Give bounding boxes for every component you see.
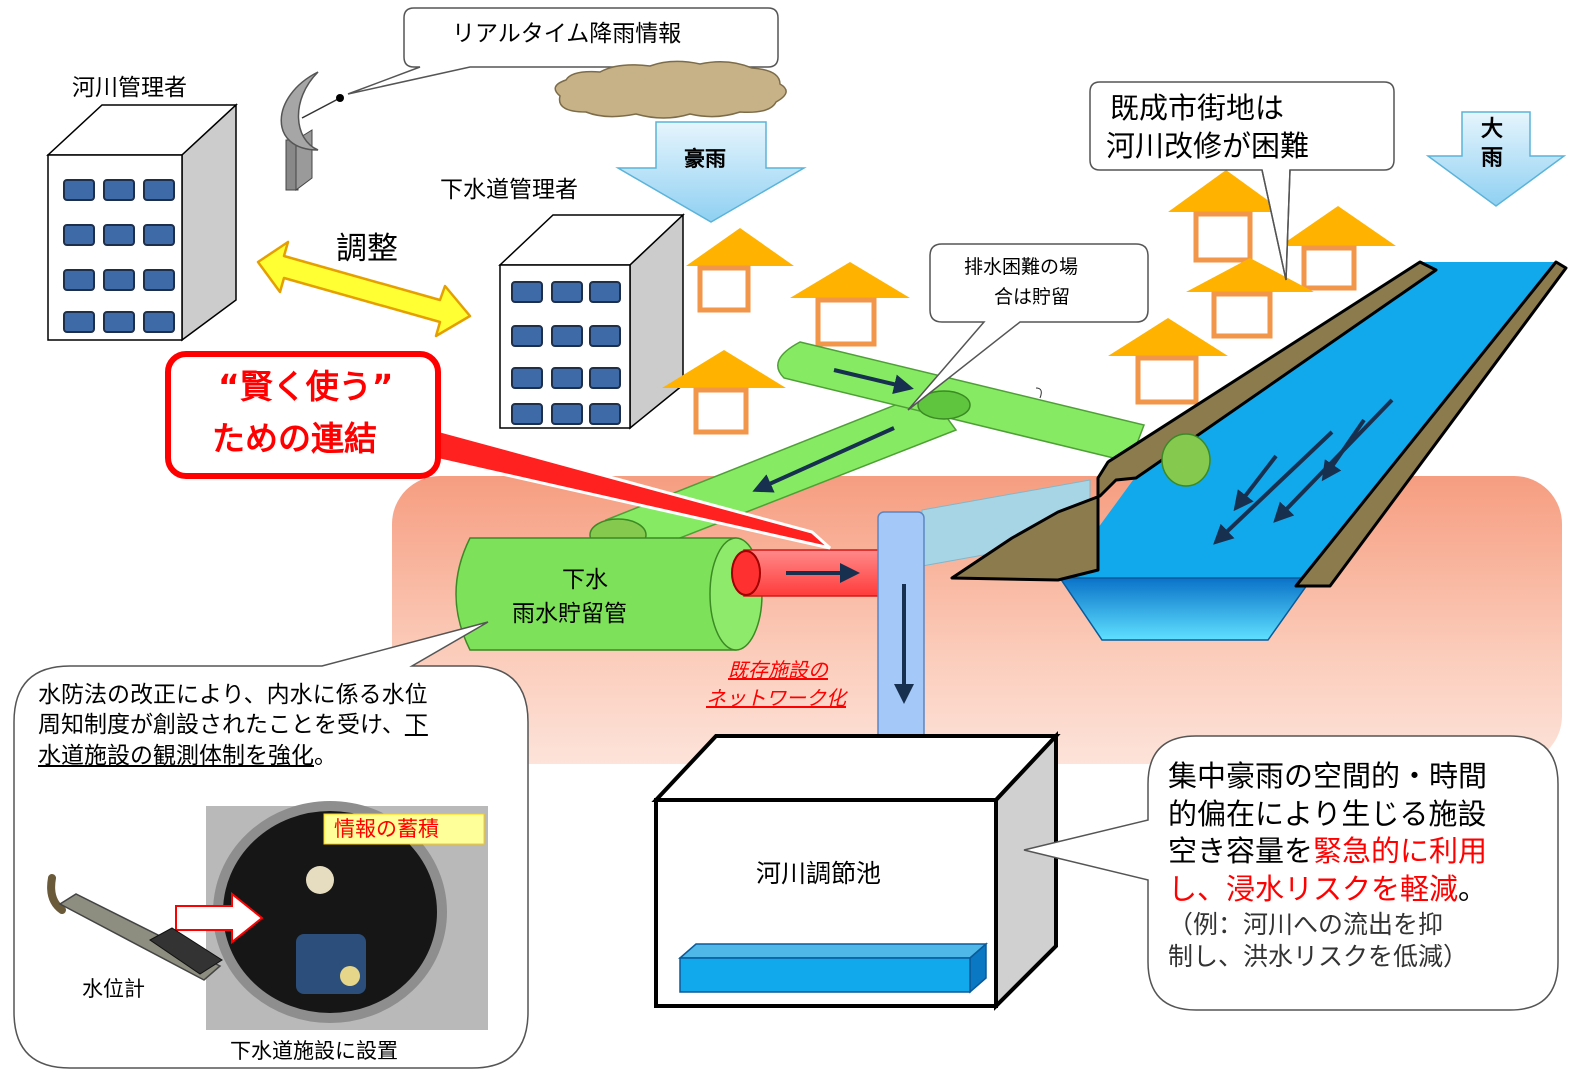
right-bubble-line4b: 。 xyxy=(1458,872,1488,907)
smart-use-label-1: “賢く使う” xyxy=(218,367,394,406)
coordination-label: 調整 xyxy=(336,231,398,267)
built-up-label-2: 河川改修が困難 xyxy=(1106,129,1310,163)
left-bubble-line3b: 。 xyxy=(314,742,337,769)
installed-label: 下水道施設に設置 xyxy=(230,1039,398,1063)
right-bubble-text: 集中豪雨の空間的・時間 的偏在により生じる施設 空き容量を緊急的に利用 し、浸水… xyxy=(1168,758,1554,974)
realtime-rain-callout xyxy=(347,7,779,95)
big-rain-text: 大雨 xyxy=(1480,117,1503,171)
manhole-photo xyxy=(175,801,488,1030)
right-bubble-line3: 空き容量を緊急的に利用 xyxy=(1168,833,1554,871)
storage-note-label-1: 排水困難の場 xyxy=(964,256,1079,278)
storage-pipe xyxy=(455,537,763,651)
left-bubble-line1: 水防法の改正により、内水に係る水位 xyxy=(38,682,428,708)
right-bubble-line5: （例：河川への流出を抑 xyxy=(1168,909,1444,939)
left-bubble-line2: 周知制度が創設されたことを受け、下 xyxy=(38,710,518,740)
flow-arrow xyxy=(752,426,895,493)
satellite-dish-icon xyxy=(280,71,344,191)
left-bubble-text: 水防法の改正により、内水に係る水位 周知制度が創設されたことを受け、下 水道施設… xyxy=(38,680,518,771)
flow-arrow xyxy=(833,368,914,395)
water-gauge-label: 水位計 xyxy=(82,977,145,1001)
storage-note-callout xyxy=(907,243,1149,411)
cloud-icon xyxy=(554,60,787,119)
right-callout-bubble xyxy=(1023,735,1559,1011)
houses-center xyxy=(662,228,910,435)
retention-pond-label: 河川調節池 xyxy=(756,859,882,888)
smart-use-box xyxy=(165,351,441,479)
realtime-rain-label: リアルタイム降雨情報 xyxy=(452,21,682,47)
network-label-1: 既存施設の xyxy=(728,658,828,682)
smart-connection-pipe xyxy=(731,549,892,597)
coordination-arrow xyxy=(256,240,472,338)
river xyxy=(950,260,1568,641)
heavy-rain-label: 豪雨 xyxy=(684,147,726,171)
right-bubble-line4a: し、浸水リスクを軽減 xyxy=(1168,872,1459,907)
storage-note-label-2: 合は貯留 xyxy=(994,286,1071,308)
left-bubble-line3: 水道施設の観測体制を強化。 xyxy=(38,741,518,771)
info-accumulation-badge: 情報の蓄積 xyxy=(334,817,439,841)
sewer-manager-building xyxy=(498,213,685,430)
right-bubble-line3b: 緊急的に利用 xyxy=(1313,834,1488,869)
storage-pipe-label-2: 雨水貯留管 xyxy=(512,601,627,627)
big-rain-label-1: 大雨 xyxy=(1480,116,1512,173)
retention-pond xyxy=(651,730,1061,1011)
storage-pipe-label-1: 下水 xyxy=(562,567,608,593)
vertical-drop-pipe xyxy=(877,511,925,769)
right-bubble-line3a: 空き容量を xyxy=(1168,834,1314,869)
heavy-rain-arrow xyxy=(615,121,807,223)
network-label-2: ネットワーク化 xyxy=(706,686,846,710)
built-up-label-1: 既成市街地は xyxy=(1110,91,1285,125)
left-bubble-line3a: 水道施設の観測体制を強化 xyxy=(38,742,314,769)
right-bubble-line6: 制し、洪水リスクを低減） xyxy=(1168,942,1469,972)
sewer-manager-label: 下水道管理者 xyxy=(440,177,578,203)
left-bubble-line2b: 下 xyxy=(404,712,428,739)
water-level-gauge-icon xyxy=(47,874,223,981)
river-manager-building xyxy=(46,103,238,342)
river-manager-label: 河川管理者 xyxy=(72,75,187,101)
left-bubble-line2a: 周知制度が創設されたことを受け、 xyxy=(38,712,405,739)
houses-riverside xyxy=(1108,170,1396,405)
smart-use-label-2: ための連結 xyxy=(212,419,377,458)
big-rain-arrow xyxy=(1425,111,1567,207)
right-bubble-line4: し、浸水リスクを軽減。 xyxy=(1168,871,1554,909)
right-bubble-line2: 的偏在により生じる施設 xyxy=(1168,796,1487,831)
right-bubble-line1: 集中豪雨の空間的・時間 xyxy=(1168,759,1488,793)
